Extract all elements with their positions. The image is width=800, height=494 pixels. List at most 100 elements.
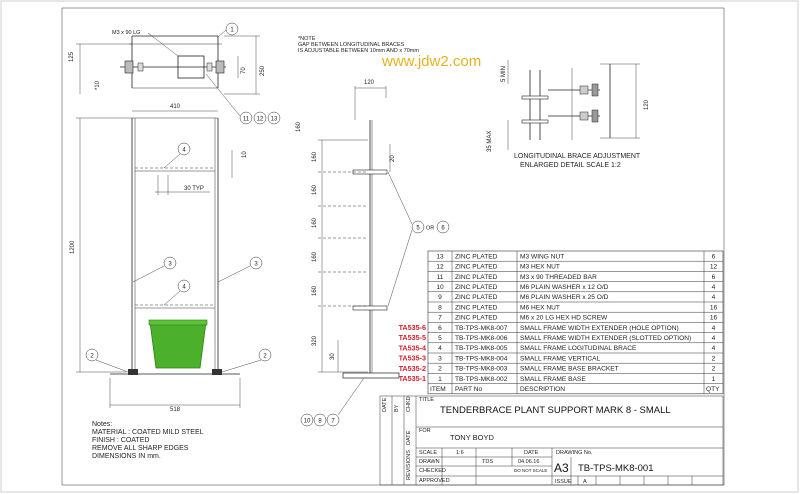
bom-item-number: 3 bbox=[438, 355, 442, 362]
bom-quantity: 16 bbox=[710, 315, 718, 322]
bom-quantity: 4 bbox=[712, 325, 716, 332]
title-block: DATE BY CHKD DATE REVISIONS TITLE TENDER… bbox=[379, 395, 724, 486]
bom-quantity: 6 bbox=[712, 253, 716, 260]
dim-10-side: 10 bbox=[242, 151, 248, 158]
bom-part-number: TB-TPS-MK8-007 bbox=[455, 325, 508, 332]
callout-12: 12 bbox=[257, 117, 264, 123]
callout-3-left: 3 bbox=[168, 262, 172, 268]
dim-518: 518 bbox=[170, 407, 181, 413]
side-dim-160-top: 160 bbox=[296, 121, 302, 132]
bom-quantity: 4 bbox=[712, 294, 716, 301]
bom-quantity: 4 bbox=[712, 345, 716, 352]
notes-edges: REMOVE ALL SHARP EDGES bbox=[92, 445, 189, 452]
tb-date-value: 04.06.16 bbox=[518, 459, 539, 465]
tb-checked-label: CHECKED bbox=[419, 468, 446, 474]
tb-drawing-no-label: DRAWING No. bbox=[556, 450, 593, 456]
bom-description: M3 x 90 THREADED BAR bbox=[520, 274, 597, 281]
adjustment-note: *NOTE GAP BETWEEN LONGITUDINAL BRACES IS… bbox=[298, 36, 419, 54]
notes-material: MATERIAL : COATED MILD STEEL bbox=[92, 429, 204, 436]
tb-by-side: BY bbox=[394, 404, 400, 412]
bom-header-part: PART No bbox=[455, 386, 482, 393]
bom-description: M6 PLAIN WASHER x 25 O/D bbox=[520, 294, 609, 301]
ref-ta535-2: TA535-2 bbox=[399, 364, 426, 373]
bom-item-number: 7 bbox=[438, 315, 442, 322]
tb-sheet-size: A3 bbox=[554, 461, 569, 475]
side-dim-160-4: 160 bbox=[312, 251, 318, 262]
side-dim-20: 20 bbox=[390, 155, 396, 162]
tb-for-label: FOR bbox=[419, 428, 431, 434]
callout-10: 10 bbox=[304, 419, 311, 425]
plant-pot bbox=[149, 321, 207, 369]
bom-description: SMALL FRAME WIDTH EXTENDER (HOLE OPTION) bbox=[520, 325, 679, 332]
bom-item-number: 8 bbox=[438, 304, 442, 311]
bom-part-number: TB-TPS-MK8-004 bbox=[455, 355, 508, 362]
bom-description: SMALL FRAME BASE BRACKET bbox=[520, 366, 619, 373]
bom-part-number: ZINC PLATED bbox=[455, 304, 498, 311]
callout-11: 11 bbox=[243, 117, 250, 123]
side-dim-30: 30 bbox=[330, 353, 336, 360]
bom-description: SMALL FRAME WIDTH EXTENDER (SLOTTED OPTI… bbox=[520, 335, 691, 342]
side-dim-160-1: 160 bbox=[312, 151, 318, 162]
tb-date-label: DATE bbox=[524, 450, 539, 456]
tb-date-side-2: DATE bbox=[406, 430, 412, 445]
dim-1200: 1200 bbox=[70, 240, 76, 254]
enlarged-detail: 120 5 MIN 35 MAX LONGITUDINAL BRACE ADJU… bbox=[487, 60, 650, 169]
dim-70: 70 bbox=[241, 67, 247, 74]
bolt-label: M3 x 90 LG bbox=[112, 30, 140, 36]
dim-125: 125 bbox=[69, 51, 75, 62]
tb-do-not-scale: DO NOT SCALE bbox=[514, 468, 547, 473]
bom-part-number: ZINC PLATED bbox=[455, 284, 498, 291]
tb-drawn-value: TDS bbox=[482, 459, 493, 465]
tb-date-side: DATE bbox=[382, 397, 388, 412]
bom-item-number: 1 bbox=[438, 376, 442, 383]
callout-or: OR bbox=[426, 226, 434, 232]
bom-item-number: 4 bbox=[438, 345, 442, 352]
drawing-title: TENDERBRACE PLANT SUPPORT MARK 8 - SMALL bbox=[440, 405, 671, 416]
bom-description: M3 HEX NUT bbox=[520, 264, 560, 271]
side-dim-120: 120 bbox=[364, 80, 375, 86]
bom-quantity: 6 bbox=[712, 274, 716, 281]
bom-item-number: 6 bbox=[438, 325, 442, 332]
bom-item-number: 9 bbox=[438, 294, 442, 301]
ref-ta535-6: TA535-6 bbox=[399, 323, 426, 332]
tb-issue-label: ISSUE bbox=[555, 479, 572, 485]
tb-drawn-label: DRAWN bbox=[419, 459, 440, 465]
callout-8: 8 bbox=[318, 419, 322, 425]
bom-quantity: 16 bbox=[710, 304, 718, 311]
bom-description: M6 PLAIN WASHER x 12 O/D bbox=[520, 284, 609, 291]
part-references: TA535-6TA535-5TA535-4TA535-3TA535-2TA535… bbox=[399, 323, 426, 383]
bom-quantity: 4 bbox=[712, 335, 716, 342]
bom-description: M6 x 20 LG HEX HD SCREW bbox=[520, 315, 608, 322]
ref-ta535-3: TA535-3 bbox=[399, 354, 426, 363]
bom-description: SMALL FRAME BASE bbox=[520, 376, 586, 383]
side-dim-160-3: 160 bbox=[312, 217, 318, 228]
bom-description: SMALL FRAME VERTICAL bbox=[520, 355, 601, 362]
bom-header-qty: QTY bbox=[706, 386, 720, 393]
dim-410: 410 bbox=[170, 104, 181, 110]
side-dim-160-2: 160 bbox=[312, 184, 318, 195]
callout-13: 13 bbox=[271, 117, 278, 123]
bom-description: M6 HEX NUT bbox=[520, 304, 560, 311]
detail-dim-120: 120 bbox=[644, 99, 650, 110]
callout-5: 5 bbox=[416, 226, 420, 232]
bom-part-number: ZINC PLATED bbox=[455, 274, 498, 281]
side-view: 120 160 160 160 160 160 320 30 20 160 5 … bbox=[296, 80, 450, 427]
tb-revisions-side: REVISIONS bbox=[406, 450, 412, 480]
bom-item-number: 2 bbox=[438, 366, 442, 373]
bom-item-number: 13 bbox=[436, 253, 444, 260]
bom-quantity: 2 bbox=[712, 355, 716, 362]
bom-quantity: 12 bbox=[710, 264, 718, 271]
callout-4-bottom: 4 bbox=[182, 285, 186, 291]
callout-1: 1 bbox=[230, 28, 234, 34]
bom-part-number: ZINC PLATED bbox=[455, 294, 498, 301]
bom-part-number: TB-TPS-MK8-005 bbox=[455, 345, 508, 352]
note-line-2: GAP BETWEEN LONGITUDINAL BRACES bbox=[298, 42, 405, 48]
bom-header-item: ITEM bbox=[430, 386, 446, 393]
detail-dim-5min: 5 MIN bbox=[501, 66, 507, 82]
bom-part-number: ZINC PLATED bbox=[455, 315, 498, 322]
callout-7: 7 bbox=[331, 419, 335, 425]
bom-item-number: 5 bbox=[438, 335, 442, 342]
